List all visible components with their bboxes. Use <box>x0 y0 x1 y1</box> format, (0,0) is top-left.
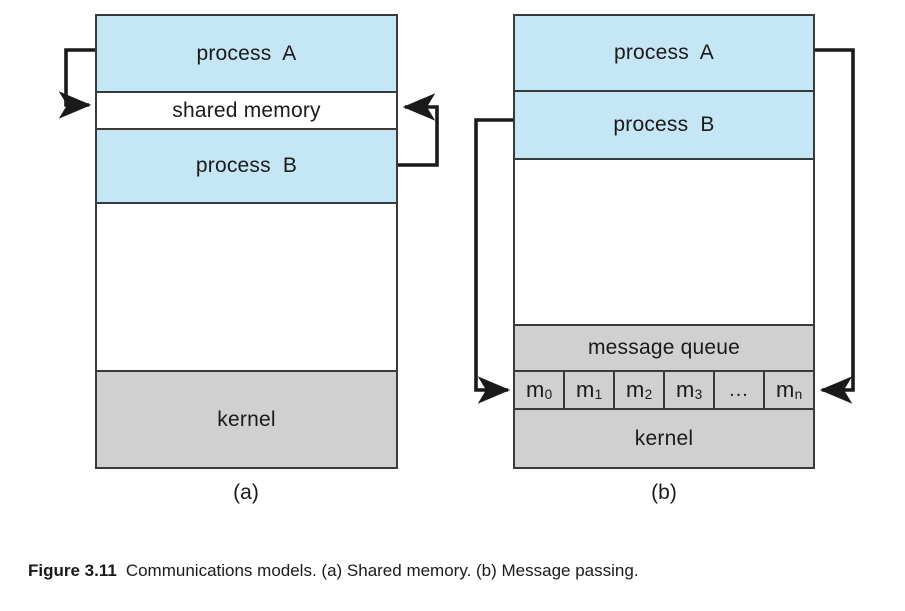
figure-number: Figure 3.11 <box>28 561 117 580</box>
message-cell-m1-sub: 1 <box>594 386 603 402</box>
band-label-message-queue: message queue <box>587 336 741 359</box>
arrow-process-a-to-shared-memory <box>58 48 95 119</box>
message-cell-m2-sub: 2 <box>644 386 653 402</box>
message-cell-m3-base: m <box>676 377 695 402</box>
arrow-process-b-to-message-queue <box>474 118 513 404</box>
band-process-b-b: process B <box>515 90 813 158</box>
band-kernel-a: kernel <box>97 370 396 467</box>
sublabel-a: (a) <box>233 481 259 504</box>
band-label-process-b: process B <box>195 154 298 177</box>
band-free-memory-b <box>515 158 813 324</box>
band-shared-memory: shared memory <box>97 91 396 130</box>
message-cell-m0-sub: 0 <box>544 386 553 402</box>
band-label-shared-memory: shared memory <box>172 98 321 122</box>
message-cell-m1-base: m <box>576 377 595 402</box>
arrow-process-a-to-message-queue <box>815 48 855 404</box>
band-message-queue: message queue <box>515 324 813 370</box>
band-free-memory-a <box>97 202 396 370</box>
band-label-process-b-b: process B <box>613 113 715 136</box>
message-cell-mn-base: m <box>776 377 795 402</box>
band-kernel-b: kernel <box>515 410 813 467</box>
figure-caption: Figure 3.11 Communications models. (a) Sh… <box>28 561 888 581</box>
band-label-process-a: process A <box>196 41 297 65</box>
message-cell-m2-base: m <box>626 377 645 402</box>
memory-box-a: process A shared memory process B kernel <box>95 14 398 469</box>
band-label-kernel-a: kernel <box>217 407 276 431</box>
band-process-a-b: process A <box>515 16 813 90</box>
message-cell-m3-sub: 3 <box>694 386 703 402</box>
figure-caption-text: Communications models. (a) Shared memory… <box>125 561 639 580</box>
message-cell-ellipsis-base: ... <box>729 378 749 401</box>
message-cell-m0-base: m <box>526 377 545 402</box>
band-process-b: process B <box>97 130 396 202</box>
message-cell-mn-sub: n <box>794 386 803 402</box>
band-label-kernel-b: kernel <box>634 426 694 450</box>
band-label-process-a-b: process A <box>613 41 715 64</box>
band-process-a: process A <box>97 16 396 91</box>
sublabel-b: (b) <box>651 481 677 504</box>
arrow-process-b-to-shared-memory <box>398 93 439 167</box>
message-cell-ellipsis: ... <box>715 372 765 408</box>
